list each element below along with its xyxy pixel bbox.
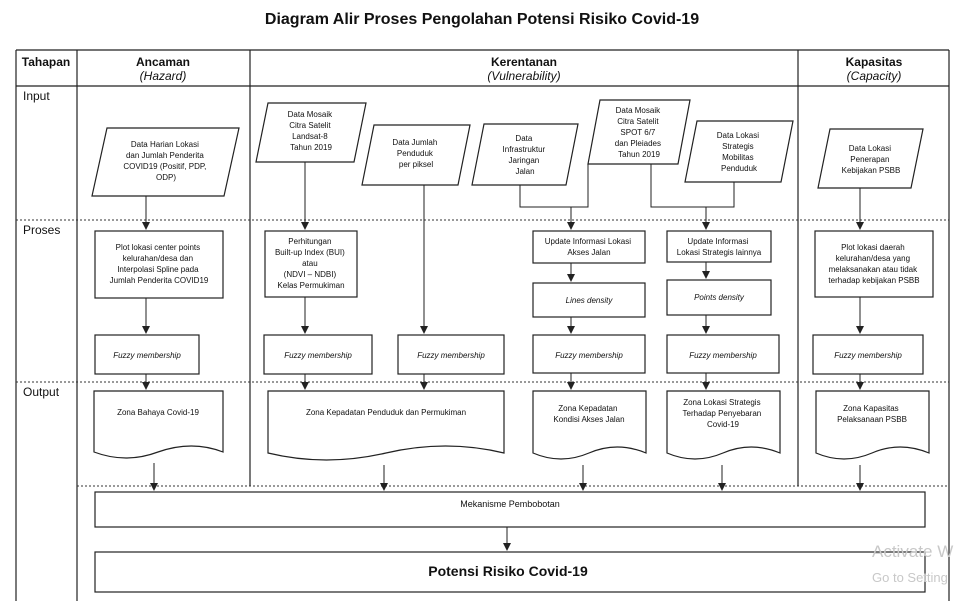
input-strategis-data	[684, 120, 794, 183]
process-plot-psbb	[814, 230, 934, 298]
fuzzy-hazard-text: Fuzzy membership	[113, 351, 181, 360]
mekanisme-pembobotan-text: Mekanisme Pembobotan	[460, 499, 560, 509]
diagram-title: Diagram Alir Proses Pengolahan Potensi R…	[265, 11, 699, 28]
activate-windows-watermark: Activate W	[872, 542, 953, 561]
header-kerentanan-en: (Vulnerability)	[487, 69, 560, 83]
potensi-risiko-text: Potensi Risiko Covid-19	[428, 563, 588, 579]
table-frame	[15, 49, 950, 601]
row-label-output: Output	[23, 385, 60, 399]
input-hazard-text: Data Harian Lokasi dan Jumlah Penderita …	[123, 140, 208, 182]
process-update-jalan	[532, 230, 646, 264]
input-penduduk-data	[361, 124, 471, 186]
process-plot-center-text: Plot lokasi center points kelurahan/desa…	[110, 243, 209, 285]
input-landsat-data	[255, 102, 367, 163]
process-update-jalan-text: Update Informasi Lokasi Akses Jalan	[545, 237, 634, 257]
output-zona-kapasitas-text: Zona Kapasitas Pelaksanaan PSBB	[837, 404, 907, 424]
input-spot-data	[587, 99, 691, 165]
input-kebijakan-data	[817, 128, 924, 189]
connectors	[142, 162, 864, 551]
input-penduduk-text: Data Jumlah Penduduk per piksel	[392, 138, 439, 169]
fuzzy-bui-text: Fuzzy membership	[284, 351, 352, 360]
process-bui-text: Perhitungan Built-up Index (BUI) atau (N…	[275, 237, 347, 290]
output-zona-strategis	[666, 390, 781, 460]
process-update-strategis	[666, 230, 772, 263]
process-fuzzy-strategis	[666, 334, 780, 374]
output-zona-bahaya-text: Zona Bahaya Covid-19	[117, 408, 199, 417]
input-infrastruktur-data	[471, 123, 579, 186]
output-zona-kapasitas	[815, 390, 930, 460]
process-points-density-text: Points density	[694, 293, 745, 302]
header-kerentanan: Kerentanan	[491, 55, 557, 69]
output-zona-bahaya	[93, 390, 224, 459]
header-ancaman: Ancaman	[136, 55, 190, 69]
process-bui	[264, 230, 358, 298]
process-points-density	[666, 279, 772, 316]
input-strategis-text: Data Lokasi Strategis Mobilitas Penduduk	[717, 131, 761, 173]
output-zona-akses	[532, 390, 647, 460]
process-update-strategis-text: Update Informasi Lokasi Strategis lainny…	[677, 237, 762, 257]
process-fuzzy-jalan	[532, 334, 646, 374]
input-spot-text: Data Mosaik Citra Satelit SPOT 6/7 dan P…	[615, 106, 664, 159]
output-zona-strategis-text: Zona Lokasi Strategis Terhadap Penyebara…	[683, 398, 764, 429]
output-zona-kepadatan-text: Zona Kepadatan Penduduk dan Permukiman	[306, 408, 466, 417]
process-fuzzy-hazard	[94, 334, 200, 375]
input-kebijakan-text: Data Lokasi Penerapan Kebijakan PSBB	[842, 144, 901, 175]
row-label-input: Input	[23, 89, 50, 103]
go-to-settings-watermark: Go to Setting	[872, 570, 948, 585]
fuzzy-kapasitas-text: Fuzzy membership	[834, 351, 902, 360]
header-kapasitas: Kapasitas	[846, 55, 903, 69]
process-lines-density	[532, 282, 646, 318]
fuzzy-jalan-text: Fuzzy membership	[555, 351, 623, 360]
input-landsat-text: Data Mosaik Citra Satelit Landsat-8 Tahu…	[288, 110, 335, 152]
process-plot-psbb-text: Plot lokasi daerah kelurahan/desa yang m…	[828, 243, 919, 285]
process-fuzzy-bui	[263, 334, 373, 375]
row-label-proses: Proses	[23, 223, 60, 237]
header-tahapan: Tahapan	[22, 55, 70, 69]
header-ancaman-en: (Hazard)	[140, 69, 187, 83]
header-kapasitas-en: (Capacity)	[847, 69, 902, 83]
process-plot-center-points	[94, 230, 224, 299]
process-fuzzy-kapasitas	[812, 334, 924, 375]
process-lines-density-text: Lines density	[566, 296, 614, 305]
output-zona-kepadatan	[267, 390, 505, 461]
potensi-risiko-box	[94, 551, 926, 593]
input-infrastruktur-text: Data Infrastruktur Jaringan Jalan	[503, 134, 548, 176]
process-fuzzy-penduduk	[397, 334, 505, 375]
fuzzy-strategis-text: Fuzzy membership	[689, 351, 757, 360]
output-zona-akses-text: Zona Kepadatan Kondisi Akses Jalan	[553, 404, 624, 424]
fuzzy-penduduk-text: Fuzzy membership	[417, 351, 485, 360]
input-hazard-data	[91, 127, 240, 197]
mekanisme-pembobotan-box	[94, 491, 926, 528]
